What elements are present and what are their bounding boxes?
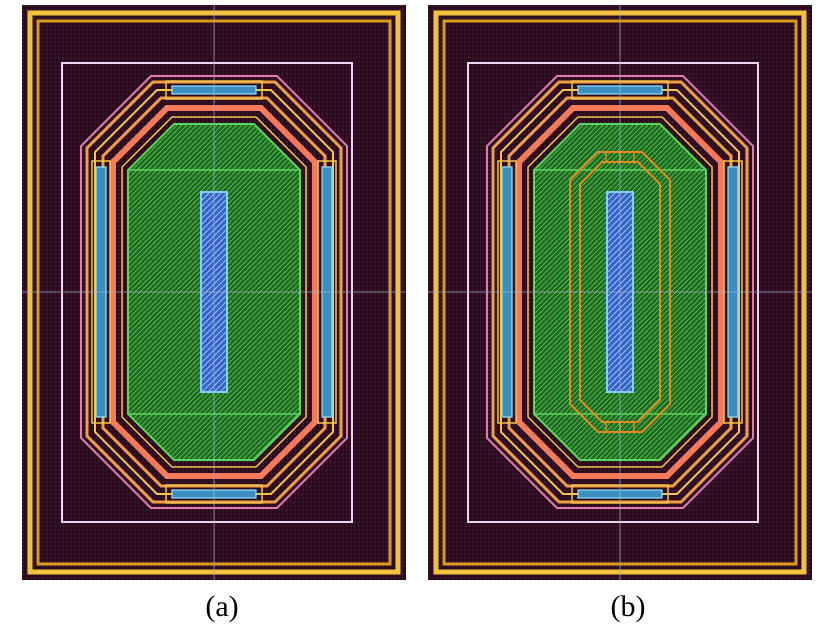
- octagon-ring-salmon: [516, 105, 724, 479]
- octagon-ring-orange-outer: [85, 80, 343, 504]
- octagon-ring-yellow: [500, 89, 740, 495]
- layout-diagram-a: [22, 5, 406, 580]
- octagon-ring-yellow-inner: [121, 116, 307, 468]
- inner-octagon-ring-inner: [579, 161, 661, 423]
- caption-a: (a): [205, 590, 239, 623]
- octagon-ring-salmon: [110, 105, 318, 479]
- octagon-ring-yellow-inner: [527, 116, 713, 468]
- inner-octagon-ring-outer: [569, 151, 671, 433]
- layout-diagram-b: [428, 5, 812, 580]
- layout-panel-a: [22, 5, 406, 580]
- octagon-ring-pink: [80, 75, 348, 509]
- layout-panel-b: [428, 5, 812, 580]
- caption-b: (b): [610, 590, 646, 623]
- octagon-ring-yellow: [94, 89, 334, 495]
- octagon-ring-orange-outer: [491, 80, 749, 504]
- octagon-ring-pink: [486, 75, 754, 509]
